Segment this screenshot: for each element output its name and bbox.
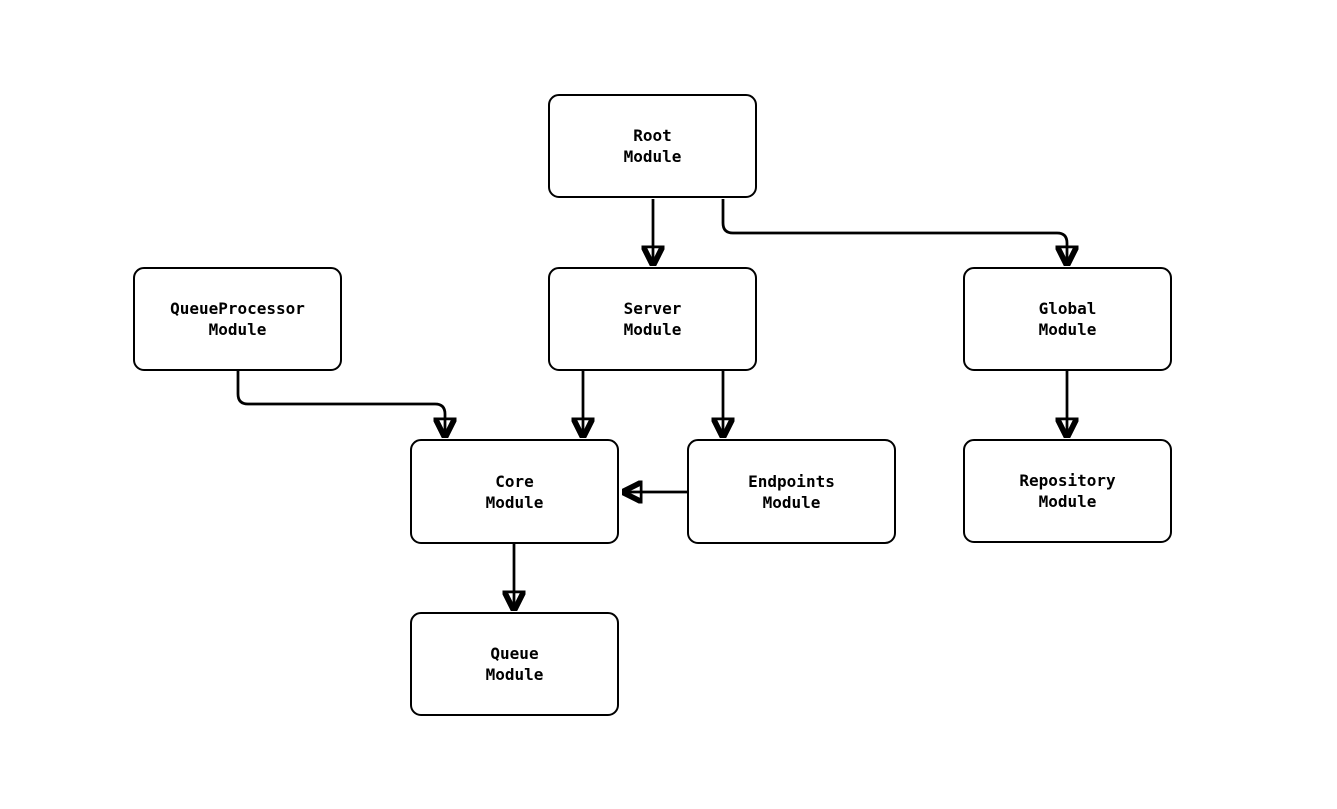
node-queue-module: Queue Module bbox=[410, 612, 619, 716]
node-endpoints-module: Endpoints Module bbox=[687, 439, 896, 544]
node-label-line: Module bbox=[762, 492, 821, 512]
node-label-line: Module bbox=[1038, 492, 1097, 511]
node-label-line: Queue bbox=[490, 644, 539, 663]
node-root-module: Root Module bbox=[548, 94, 757, 198]
node-label-line: Repository bbox=[1019, 471, 1116, 490]
node-label-line: Module bbox=[485, 665, 544, 684]
edge-root-to-global bbox=[721, 199, 1067, 266]
node-global-module: Global Module bbox=[963, 267, 1172, 371]
node-label-line: QueueProcessor bbox=[170, 299, 305, 318]
edge-queueprocessor-to-core bbox=[236, 370, 445, 438]
node-label-line: Endpoints bbox=[748, 471, 835, 491]
node-label-line: Root bbox=[633, 126, 672, 145]
node-server-module: Server Module bbox=[548, 267, 757, 371]
node-repository-module: Repository Module bbox=[963, 439, 1172, 543]
node-label-line: Module bbox=[485, 492, 544, 512]
node-label-line: Module bbox=[1038, 320, 1097, 339]
node-label-line: Module bbox=[208, 320, 267, 339]
node-label-line: Core bbox=[495, 471, 534, 491]
node-label-line: Module bbox=[623, 320, 682, 339]
node-core-module: Core Module bbox=[410, 439, 619, 544]
node-label-line: Module bbox=[623, 147, 682, 166]
node-queueprocessor-module: QueueProcessor Module bbox=[133, 267, 342, 371]
node-label-line: Server bbox=[623, 299, 682, 318]
node-label-line: Global bbox=[1038, 299, 1097, 318]
